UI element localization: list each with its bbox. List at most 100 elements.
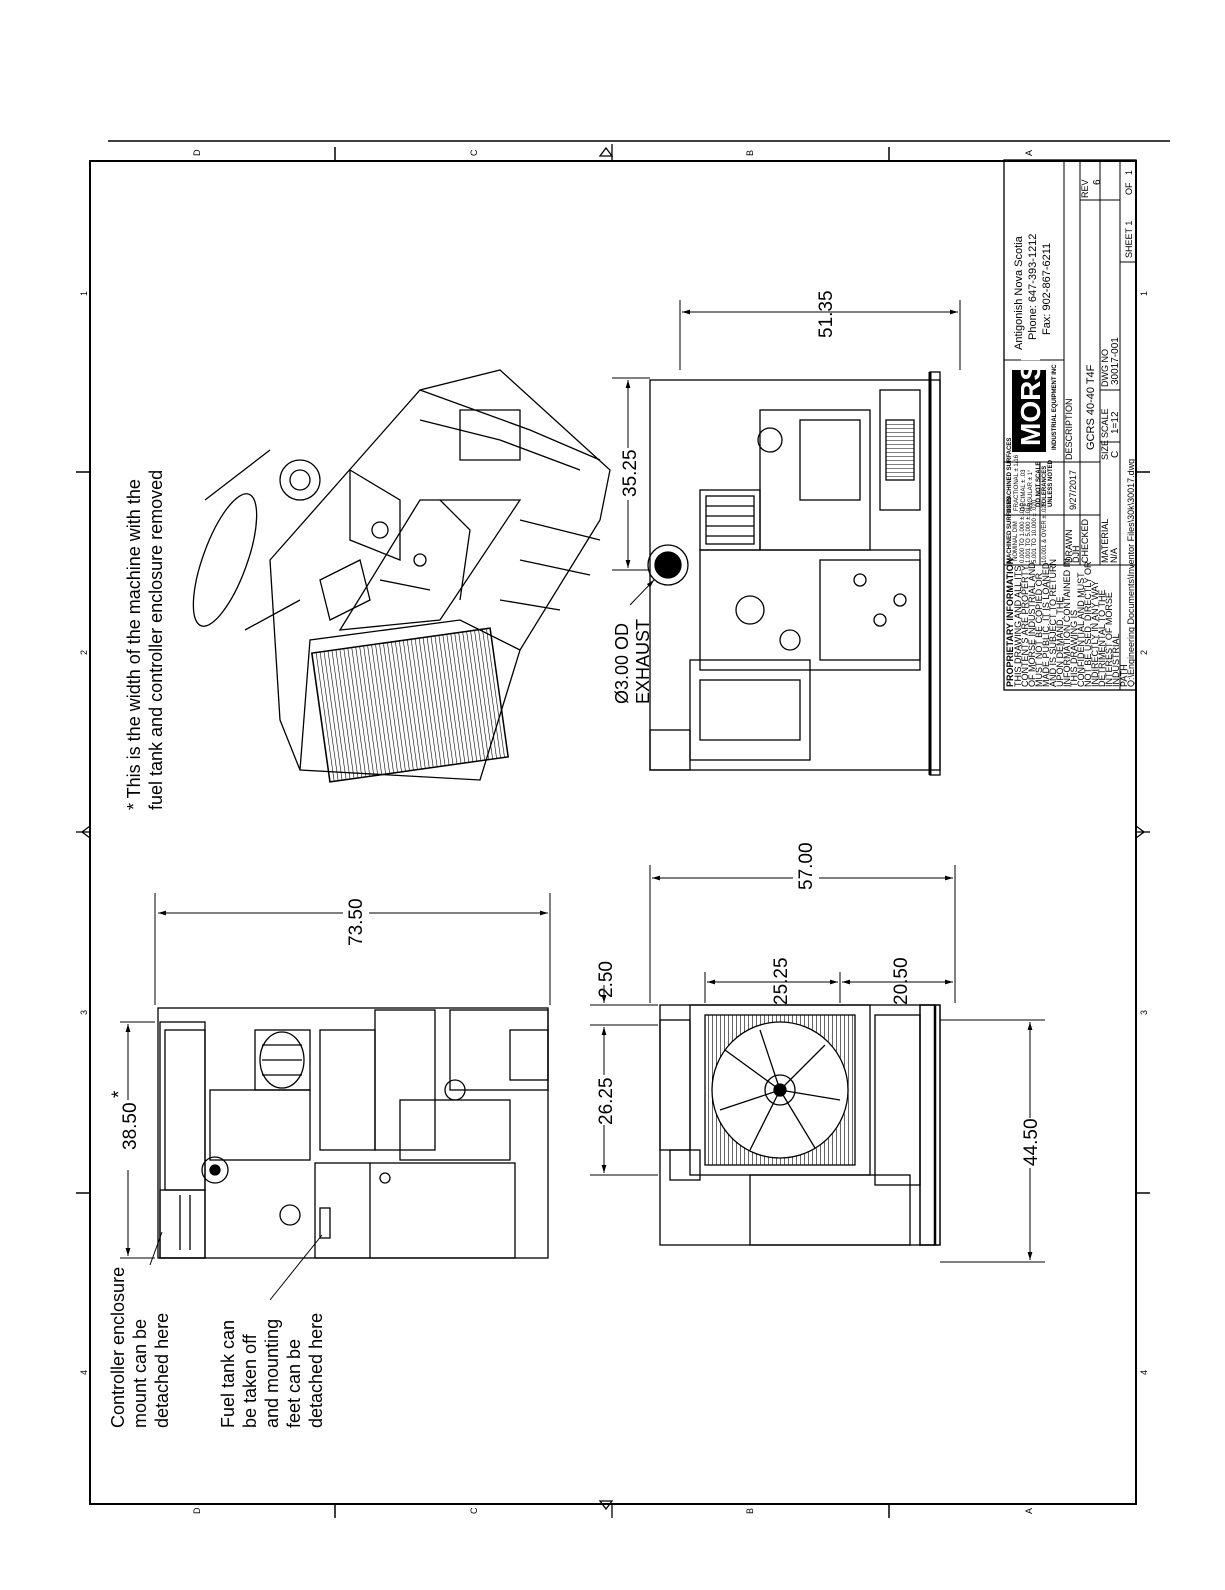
- zone-ticks: [76, 147, 1150, 1518]
- material-value: N/A: [1109, 548, 1119, 563]
- fuel-note-line3: and mounting: [262, 1319, 282, 1428]
- zone-num-2-left: 2: [79, 650, 89, 655]
- dim-38-50: 38.50: [120, 1102, 141, 1150]
- svg-text:ANGULAR ± 1°: ANGULAR ± 1°: [1028, 469, 1034, 511]
- description-value: GCRS 40-40 T4F: [1085, 364, 1097, 450]
- dim-20-50: 20.50: [891, 957, 912, 1005]
- exhaust-note-line1: Ø3.00 OD: [612, 623, 632, 704]
- path-label: PATH: [1119, 664, 1129, 687]
- proprietary-text: THIS DRAWING AND ALL ITS CONTENTS ARE PR…: [1013, 558, 1121, 687]
- drawing-notes: * This is the width of the machine with …: [108, 470, 653, 1428]
- width-note-line2: fuel tank and controller enclosure remov…: [146, 470, 166, 810]
- zone-num-4-right: 4: [1139, 1370, 1149, 1375]
- zone-letter-c-bottom: C: [469, 1507, 479, 1514]
- top-view: [157, 1007, 549, 1259]
- path-value: Q:\Engineering Documents\Inventor Files\…: [1126, 459, 1136, 687]
- svg-text:NOT BE USED, DIRECTLY OR: NOT BE USED, DIRECTLY OR: [1083, 561, 1093, 687]
- controller-note-line1: Controller enclosure: [108, 1267, 128, 1428]
- svg-text:UPON DEMAND. THE: UPON DEMAND. THE: [1055, 597, 1065, 687]
- svg-text:OF MORSE INDUSTRIAL AND: OF MORSE INDUSTRIAL AND: [1027, 562, 1037, 687]
- svg-text:AND IS SUBJECT TO RETURN: AND IS SUBJECT TO RETURN: [1048, 559, 1058, 687]
- dim-44-50: 44.50: [1021, 1118, 1042, 1166]
- dim-51-35: 51.35: [816, 290, 837, 338]
- controller-note-line3: detached here: [152, 1313, 172, 1428]
- svg-text:1.001 TO 5.000 ± .015: 1.001 TO 5.000 ± .015: [1026, 503, 1032, 563]
- fuel-note-line2: be taken off: [240, 1333, 260, 1428]
- size-value: C: [1110, 451, 1121, 458]
- drawn-label: DRAWN: [1064, 529, 1074, 563]
- svg-text:TOLERANCES: TOLERANCES: [1042, 466, 1048, 507]
- zone-num-3-left: 3: [79, 1010, 89, 1015]
- sheet-total: 1: [1124, 170, 1134, 175]
- width-note-line1: * This is the width of the machine with …: [124, 479, 144, 810]
- controller-note-line2: mount can be: [130, 1319, 150, 1428]
- svg-text:THIS DRAWING AND ALL ITS: THIS DRAWING AND ALL ITS: [1013, 566, 1023, 687]
- dim-2-50: 2.50: [596, 961, 617, 998]
- zone-letter-b-bottom: B: [745, 1508, 755, 1514]
- company-phone: Phone: 647-393-1212: [1027, 234, 1039, 340]
- svg-text:DECIMAL ± .03: DECIMAL ± .03: [1021, 469, 1027, 511]
- zone-letters: D C B A D C B A 1 2 3 4 1 2 3 4: [79, 149, 1149, 1514]
- rev-value: 6: [1092, 179, 1103, 185]
- zone-letter-b-top: B: [745, 150, 755, 156]
- zone-num-2-right: 2: [1139, 650, 1149, 655]
- svg-text:MADE PUBLIC. IT IS LOANED: MADE PUBLIC. IT IS LOANED: [1041, 562, 1051, 687]
- dim-73-50: 73.50: [346, 898, 367, 946]
- drawn-date: 9/27/2017: [1068, 470, 1078, 510]
- zone-num-1-right: 1: [1139, 291, 1149, 296]
- sheet-of-label: OF: [1124, 182, 1134, 195]
- fuel-note-line1: Fuel tank can: [218, 1320, 238, 1428]
- front-view: [659, 1004, 941, 1246]
- fuel-note-line4: feet can be: [284, 1339, 304, 1428]
- sheet-label: SHEET 1: [1124, 221, 1134, 258]
- dim-38-50-star: *: [109, 1090, 130, 1098]
- company-sub: INDUSTRIAL EQUIPMENT INC: [1052, 364, 1058, 450]
- description-label: DESCRIPTION: [1064, 398, 1074, 460]
- svg-text:INFORMATION CONTAINED IN: INFORMATION CONTAINED IN: [1062, 558, 1072, 687]
- proprietary-title: PROPRIETARY INFORMATION: [1005, 558, 1015, 687]
- size-label: SIZE: [1100, 440, 1110, 460]
- company-fax: Fax: 902-867-6211: [1041, 243, 1053, 335]
- checked-label: CHECKED: [1080, 518, 1090, 563]
- zone-num-3-right: 3: [1139, 1010, 1149, 1015]
- zone-letter-c-top: C: [469, 149, 479, 156]
- zone-letter-a-bottom: A: [1024, 1508, 1034, 1514]
- fuel-note-line5: detached here: [306, 1313, 326, 1428]
- material-label: MATERIAL: [1100, 519, 1110, 563]
- company-address: Antigonish Nova Scotia: [1013, 235, 1025, 350]
- zone-letter-d-top: D: [192, 149, 202, 156]
- svg-text:MUST NOT BE COPIED OR: MUST NOT BE COPIED OR: [1034, 572, 1044, 687]
- svg-text:NOMINAL DIM: NOMINAL DIM: [1013, 521, 1019, 561]
- scale-value: 1=12: [1110, 411, 1121, 434]
- svg-text:CONFIDENTIAL AND MUST: CONFIDENTIAL AND MUST: [1076, 572, 1086, 687]
- zone-letter-d-bottom: D: [192, 1507, 202, 1514]
- center-marks: [76, 144, 1150, 1518]
- svg-text:INDUSTRIAL: INDUSTRIAL: [1111, 633, 1121, 687]
- svg-text:5.001 TO 10.000 ± .020: 5.001 TO 10.000 ± .020: [1032, 499, 1038, 563]
- dim-26-25: 26.25: [596, 1077, 617, 1125]
- dim-35-25: 35.25: [620, 449, 641, 497]
- svg-text:DETRIMENTAL TO THE: DETRIMENTAL TO THE: [1097, 589, 1107, 687]
- svg-text:INTEREST OF MORSE: INTEREST OF MORSE: [1104, 592, 1114, 687]
- unmachined-title: UNMACHINED SURFACES: [1007, 438, 1013, 513]
- zone-letter-a-top: A: [1024, 150, 1034, 156]
- scale-label: SCALE: [1100, 408, 1110, 438]
- zone-num-4-left: 4: [79, 1370, 89, 1375]
- svg-text:CONTENTS ARE PROPERTY: CONTENTS ARE PROPERTY: [1020, 565, 1030, 687]
- company-logo-block: [1012, 370, 1046, 452]
- drawn-value: DJH: [1071, 546, 1081, 564]
- dim-57-00: 57.00: [796, 842, 817, 890]
- rev-label: REV: [1080, 179, 1090, 198]
- zone-num-1-left: 1: [79, 291, 89, 296]
- isometric-view: [192, 369, 611, 783]
- title-block: PROPRIETARY INFORMATION THIS DRAWING AND…: [1003, 159, 1137, 691]
- svg-text:0.000 TO 1.000 ± .010: 0.000 TO 1.000 ± .010: [1020, 503, 1026, 563]
- svg-text:10.001 & OVER ± .025: 10.001 & OVER ± .025: [1042, 501, 1048, 563]
- machined-title: MACHINED SURFACES: [1007, 496, 1013, 563]
- dwg-no-value: 30017-001: [1110, 337, 1121, 385]
- svg-text:UNLESS NOTED: UNLESS NOTED: [1048, 459, 1054, 507]
- svg-text:INDIRECTLY IN ANY WAY: INDIRECTLY IN ANY WAY: [1090, 580, 1100, 687]
- dimension-labels: 73.50 38.50 * 57.00 26.25 2.50 25.25 20.…: [109, 290, 1042, 1170]
